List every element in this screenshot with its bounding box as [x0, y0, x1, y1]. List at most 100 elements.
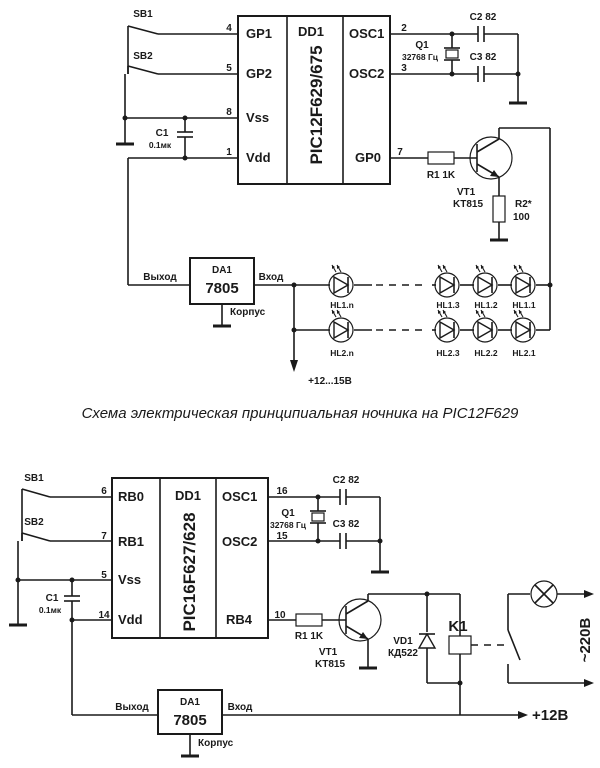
top-sb2-label: SB2	[133, 51, 153, 62]
top-pn-gp1: 4	[226, 23, 232, 34]
top-out-label: Выход	[143, 272, 177, 283]
bottom-da1-label: DA1	[180, 697, 200, 708]
led-hl1-3-label: HL1.3	[436, 300, 459, 310]
top-cap-c1: C1 0.1мк	[149, 115, 193, 161]
top-pn-gp0: 7	[397, 147, 403, 158]
bottom-chip-name: DD1	[175, 488, 201, 503]
top-vt1-label: VT1	[457, 187, 476, 198]
bottom-pn-vss: 5	[101, 570, 107, 581]
led-hl1-3	[434, 264, 460, 298]
bottom-sb2-label: SB2	[24, 517, 44, 528]
top-mcu: DD1 PIC12F629/675 GP1 GP2 Vss Vdd OSC1 O…	[226, 15, 407, 185]
bottom-relay-k1: K1	[448, 594, 521, 683]
top-pin-osc2: OSC2	[349, 66, 384, 81]
top-r1-label: R1 1K	[427, 170, 456, 181]
top-chip-name: DD1	[298, 24, 324, 39]
bottom-q1-value: 32768 Гц	[270, 520, 307, 530]
bottom-pin-rb4: RB4	[226, 612, 253, 627]
bottom-mains-label: ~220В	[577, 618, 594, 663]
bottom-cap-c3: C3 82	[333, 519, 380, 549]
led-hl1-n	[328, 264, 354, 298]
bottom-case-label: Корпус	[198, 738, 234, 749]
led-hl1-1	[510, 264, 536, 298]
top-resistor-r2: R2* 100	[492, 195, 532, 223]
top-crystal-q1: Q1 32768 Гц	[402, 31, 460, 77]
top-pn-vdd: 1	[226, 147, 232, 158]
top-transistor-vt1: VT1 KT815	[453, 136, 513, 210]
top-q1-value: 32768 Гц	[402, 52, 439, 62]
bottom-switch-sb1: SB1	[21, 473, 51, 498]
bottom-crystal-q1: Q1 32768 Гц	[270, 494, 326, 544]
top-case-label: Корпус	[230, 307, 266, 318]
top-pin-gp1: GP1	[246, 26, 272, 41]
bottom-pin-rb1: RB1	[118, 534, 144, 549]
top-pn-gp2: 5	[226, 63, 232, 74]
bottom-diode-vd1: VD1 КД522	[388, 594, 437, 683]
bottom-c1-label: C1	[46, 593, 59, 604]
bottom-pn-rb1: 7	[101, 531, 107, 542]
top-switch-sb2: SB2	[127, 51, 159, 75]
top-led-row1: HL1.n HL1.3 HL1.2 HL1.1	[328, 264, 536, 310]
top-regulator-da1: DA1 7805 Выход Вход Корпус	[143, 257, 284, 328]
top-pin-vss: Vss	[246, 110, 269, 125]
top-reg-model: 7805	[205, 280, 238, 297]
top-supply-label: +12...15В	[308, 376, 352, 387]
top-pin-vdd: Vdd	[246, 150, 271, 165]
bottom-pin-vdd: Vdd	[118, 612, 143, 627]
led-hl2-n	[328, 309, 354, 343]
top-schematic: DD1 PIC12F629/675 GP1 GP2 Vss Vdd OSC1 O…	[114, 9, 553, 387]
bottom-pn-osc2: 15	[276, 531, 288, 542]
led-hl2-3-label: HL2.3	[436, 348, 459, 358]
top-pin-gp0: GP0	[355, 150, 381, 165]
bottom-cap-c1: C1 0.1мк	[39, 577, 80, 623]
top-vt1-type: KT815	[453, 199, 483, 210]
top-r2-value: 100	[513, 212, 530, 223]
top-da1-label: DA1	[212, 265, 232, 276]
bottom-transistor-vt1: VT1 KT815	[315, 598, 382, 670]
top-pn-vss: 8	[226, 107, 232, 118]
bottom-c2-label: C2 82	[333, 475, 360, 486]
top-switch-sb1: SB1	[127, 9, 159, 35]
led-hl2-1-label: HL2.1	[512, 348, 535, 358]
bottom-pin-osc1: OSC1	[222, 489, 257, 504]
figure-caption: Схема электрическая принципиальная ночни…	[82, 405, 519, 422]
top-sb1-label: SB1	[133, 9, 153, 20]
led-hl1-2	[472, 264, 498, 298]
bottom-vd1-label: VD1	[393, 636, 413, 647]
bottom-pin-osc2: OSC2	[222, 534, 257, 549]
top-led-row2: HL2.n HL2.3 HL2.2 HL2.1	[328, 309, 536, 358]
led-hl2-3	[434, 309, 460, 343]
bottom-mcu: DD1 PIC16F627/628 RB0 RB1 Vss Vdd OSC1 O…	[98, 477, 288, 639]
bottom-q1-label: Q1	[281, 508, 295, 519]
led-hl2-2	[472, 309, 498, 343]
bottom-schematic: DD1 PIC16F627/628 RB0 RB1 Vss Vdd OSC1 O…	[7, 473, 594, 758]
led-hl2-n-label: HL2.n	[330, 348, 354, 358]
bottom-pin-vss: Vss	[118, 572, 141, 587]
led-hl2-1	[510, 309, 536, 343]
bottom-vt1-type: KT815	[315, 659, 345, 670]
bottom-supply-label: +12В	[532, 707, 568, 724]
top-cap-c3: C3 82	[470, 52, 518, 82]
top-pn-osc1: 2	[401, 23, 407, 34]
bottom-lamp	[530, 580, 558, 608]
top-q1-label: Q1	[415, 40, 429, 51]
top-r2-label: R2*	[515, 199, 532, 210]
led-hl2-2-label: HL2.2	[474, 348, 497, 358]
bottom-vd1-type: КД522	[388, 648, 418, 659]
top-in-label: Вход	[259, 272, 284, 283]
top-c2-label: C2 82	[470, 12, 497, 23]
top-c1-value: 0.1мк	[149, 140, 172, 150]
bottom-cap-c2: C2 82	[333, 475, 380, 505]
top-pin-gp2: GP2	[246, 66, 272, 81]
bottom-pn-vdd: 14	[98, 610, 110, 621]
bottom-pin-rb0: RB0	[118, 489, 144, 504]
top-cap-c2: C2 82	[470, 12, 518, 42]
bottom-out-label: Выход	[115, 702, 149, 713]
top-chip-model: PIC12F629/675	[307, 45, 326, 164]
led-hl1-n-label: HL1.n	[330, 300, 354, 310]
bottom-pn-osc1: 16	[276, 486, 288, 497]
top-pin-osc1: OSC1	[349, 26, 384, 41]
bottom-mcu-body	[111, 477, 269, 639]
bottom-k1-label: K1	[448, 618, 467, 635]
bottom-c1-value: 0.1мк	[39, 605, 62, 615]
